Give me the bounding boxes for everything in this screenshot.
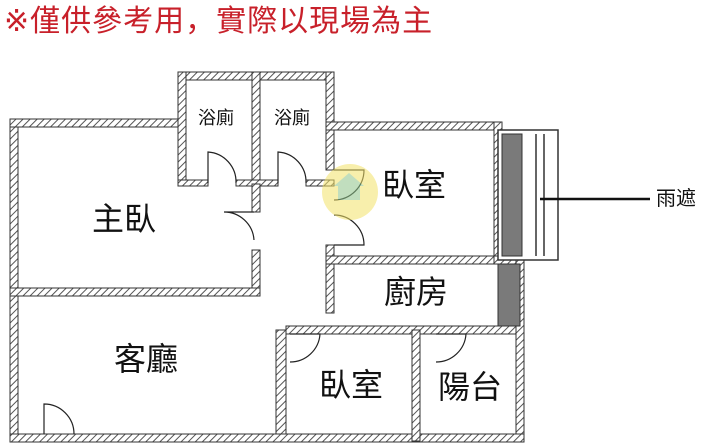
canopy — [497, 129, 650, 327]
room-label-kitchen: 廚房 — [384, 273, 448, 311]
door-entrance — [43, 403, 75, 435]
room-label-living-room: 客廳 — [114, 340, 178, 378]
disclaimer-notice: ※僅供參考用，實際以現場為主 — [4, 4, 434, 39]
room-label-balcony: 陽台 — [438, 368, 502, 406]
walls — [9, 71, 525, 443]
room-label-bath2: 浴廁 — [274, 107, 310, 129]
door-master-bedroom — [223, 211, 255, 241]
room-label-bedroom1: 臥室 — [382, 166, 446, 204]
door-bedroom2 — [289, 333, 321, 363]
canopy-label: 雨遮 — [656, 186, 696, 210]
door-bath1 — [207, 151, 237, 184]
room-label-bath1: 浴廁 — [198, 107, 234, 129]
door-balcony — [435, 333, 467, 363]
watermark-logo — [322, 164, 378, 220]
room-label-bedroom2: 臥室 — [319, 366, 383, 404]
door-bath2 — [277, 151, 307, 184]
room-label-master-bedroom: 主臥 — [92, 200, 156, 238]
